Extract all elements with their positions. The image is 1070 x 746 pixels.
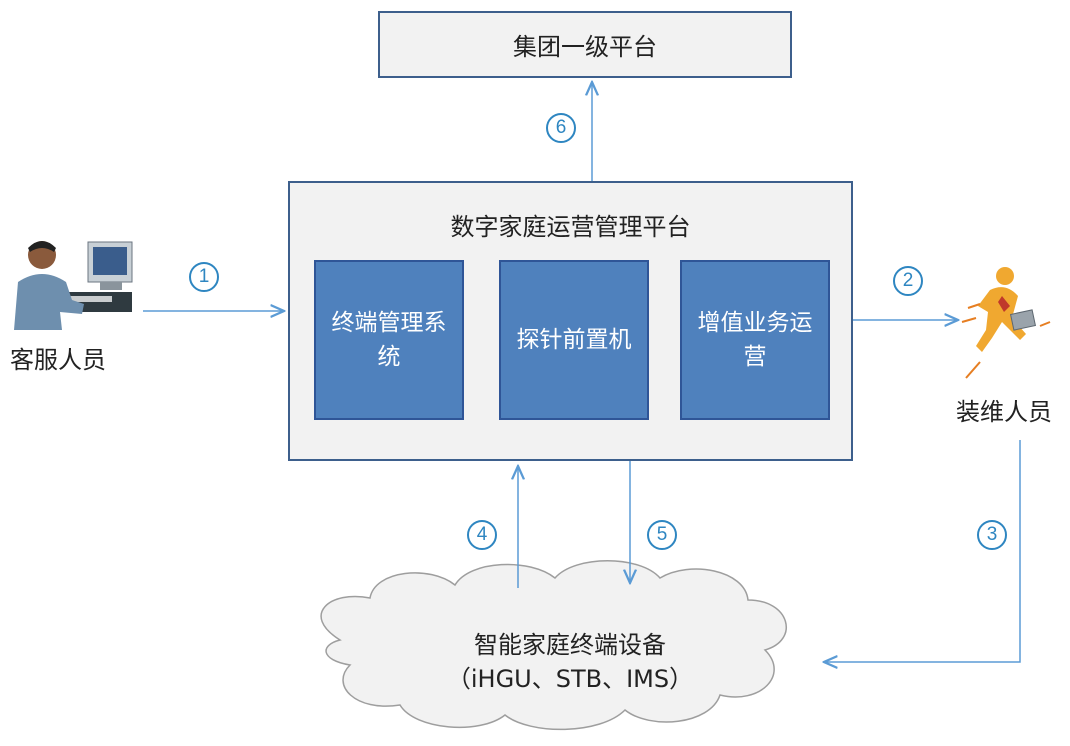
module-label: 探针前置机 xyxy=(516,327,632,353)
module-label: 增值业务运营 xyxy=(697,310,813,370)
step-2-badge: 2 xyxy=(893,266,923,296)
module-probe-front-end: 探针前置机 xyxy=(499,260,649,420)
group-level-platform: 集团一级平台 xyxy=(378,11,792,78)
main-platform-title: 数字家庭运营管理平台 xyxy=(450,213,691,241)
installer-label: 装维人员 xyxy=(956,398,1052,426)
step-1-badge: 1 xyxy=(189,262,219,292)
module-label: 终端管理系统 xyxy=(331,310,447,370)
module-terminal-management: 终端管理系统 xyxy=(314,260,464,420)
step-3-badge: 3 xyxy=(977,520,1007,550)
cloud-title: 智能家庭终端设备 xyxy=(474,631,666,659)
step-6-badge: 6 xyxy=(546,113,576,143)
group-level-platform-label: 集团一级平台 xyxy=(513,33,657,61)
customer-service-person-icon xyxy=(14,241,133,330)
cloud-subtitle: （iHGU、STB、IMS） xyxy=(446,665,694,693)
installer-running-person-icon xyxy=(961,267,1051,379)
arrow-3 xyxy=(824,440,1021,662)
customer-service-label: 客服人员 xyxy=(10,346,106,374)
step-4-badge: 4 xyxy=(467,520,497,550)
cloud-shape xyxy=(320,560,787,731)
step-5-badge: 5 xyxy=(647,520,677,550)
digital-home-operation-platform: 数字家庭运营管理平台 终端管理系统 探针前置机 增值业务运营 xyxy=(288,181,853,461)
module-value-added-service: 增值业务运营 xyxy=(680,260,830,420)
